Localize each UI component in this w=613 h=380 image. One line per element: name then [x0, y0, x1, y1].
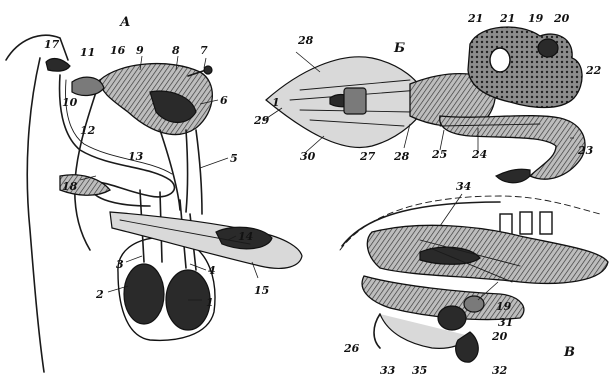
label-7: 7 [200, 44, 208, 57]
label-16: 16 [110, 44, 126, 57]
label-17: 17 [44, 38, 60, 51]
label-30: 30 [300, 150, 316, 163]
label-4: 4 [208, 264, 216, 277]
panel-a-drawing [6, 35, 302, 372]
label-28-b: 28 [297, 34, 314, 47]
label-26-c: 26 [343, 342, 360, 355]
label-21-b-right: 21 [499, 12, 515, 25]
panel-c-drawing [340, 196, 608, 362]
label-22: 22 [585, 64, 602, 77]
label-34: 34 [456, 180, 471, 193]
label-2: 2 [95, 288, 104, 301]
label-9: 9 [136, 44, 144, 57]
label-6: 6 [220, 94, 228, 107]
label-27: 27 [359, 150, 376, 163]
label-25: 25 [431, 148, 447, 161]
label-24: 24 [471, 148, 487, 161]
label-19-c: 19 [496, 300, 512, 313]
label-8: 8 [172, 44, 180, 57]
label-19-b: 19 [528, 12, 544, 25]
label-10: 10 [62, 96, 78, 109]
label-35: 35 [412, 364, 427, 377]
label-26-b: 28 [393, 150, 410, 163]
label-1-b: 1 [272, 96, 280, 109]
panel-b-label: Б [393, 41, 405, 56]
label-15: 15 [254, 284, 269, 297]
label-18: 18 [62, 180, 78, 193]
label-23: 23 [577, 144, 594, 157]
label-13: 13 [128, 150, 144, 163]
label-1: 1 [206, 296, 214, 309]
label-12: 12 [80, 124, 96, 137]
label-14: 14 [238, 230, 253, 243]
label-11: 11 [80, 46, 95, 59]
panel-a-label: А [119, 15, 131, 30]
label-29: 29 [253, 114, 270, 127]
label-32: 32 [492, 364, 508, 377]
label-5: 5 [230, 152, 238, 165]
panel-c-label: В [563, 345, 575, 360]
label-33: 33 [380, 364, 396, 377]
label-20-c: 20 [491, 330, 508, 343]
label-21-b-left: 21 [467, 12, 483, 25]
label-20-b: 20 [553, 12, 570, 25]
label-3: 3 [116, 258, 124, 271]
label-31: 31 [498, 316, 513, 329]
